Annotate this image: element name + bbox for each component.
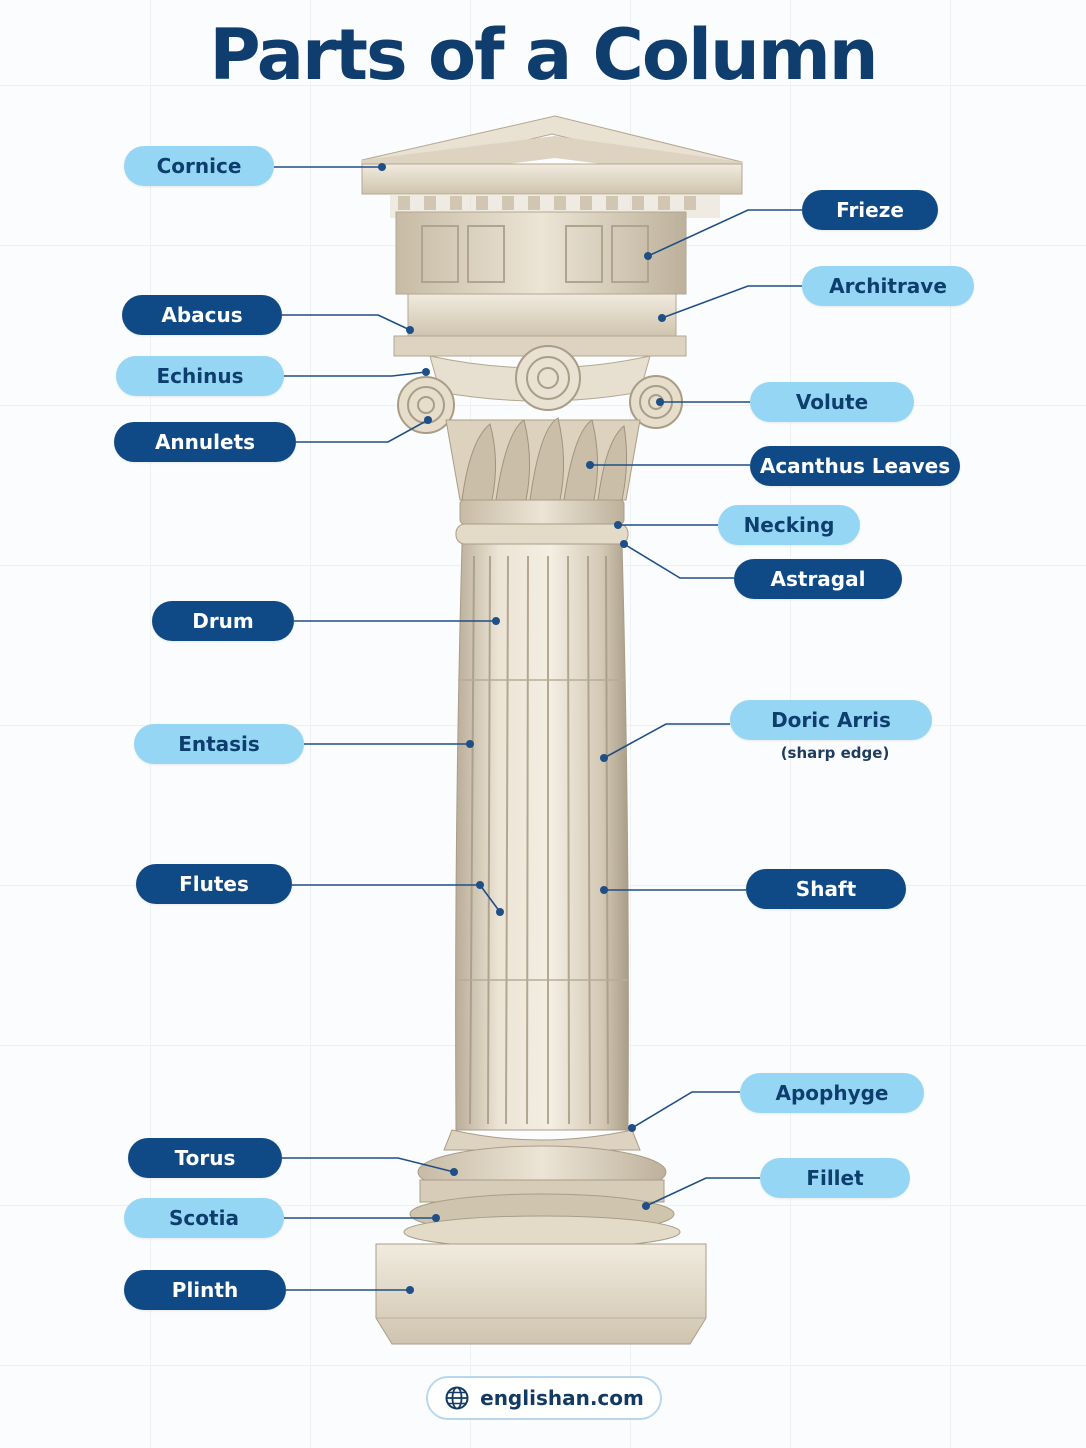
page-title: Parts of a Column bbox=[209, 14, 878, 96]
leader-dots bbox=[378, 163, 666, 1294]
label-doric-arris: Doric Arris bbox=[730, 700, 932, 740]
label-flutes: Flutes bbox=[136, 864, 292, 904]
architrave-block bbox=[407, 293, 677, 337]
label-torus: Torus bbox=[128, 1138, 282, 1178]
base bbox=[375, 1129, 707, 1345]
label-annulets: Annulets bbox=[114, 422, 296, 462]
leader-lines bbox=[274, 166, 802, 1291]
plinth-block bbox=[375, 1243, 707, 1345]
volute-center bbox=[515, 345, 581, 411]
footer-badge[interactable]: englishan.com bbox=[426, 1376, 662, 1420]
label-fillet: Fillet bbox=[760, 1158, 910, 1198]
label-abacus: Abacus bbox=[122, 295, 282, 335]
label-astragal: Astragal bbox=[734, 559, 902, 599]
label-plinth: Plinth bbox=[124, 1270, 286, 1310]
cornice-block bbox=[361, 163, 743, 195]
globe-icon bbox=[445, 1386, 469, 1410]
footer-site-link[interactable]: englishan.com bbox=[480, 1386, 644, 1410]
shaft bbox=[455, 543, 629, 1131]
label-acanthus-leaves: Acanthus Leaves bbox=[750, 446, 960, 486]
label-doric-arris-note: (sharp edge) bbox=[780, 744, 890, 762]
astragal-band bbox=[455, 523, 629, 545]
label-architrave: Architrave bbox=[802, 266, 974, 306]
capital bbox=[397, 345, 683, 545]
label-necking: Necking bbox=[718, 505, 860, 545]
label-shaft: Shaft bbox=[746, 869, 906, 909]
label-entasis: Entasis bbox=[134, 724, 304, 764]
label-frieze: Frieze bbox=[802, 190, 938, 230]
label-drum: Drum bbox=[152, 601, 294, 641]
label-volute: Volute bbox=[750, 382, 914, 422]
volute-left bbox=[397, 376, 455, 434]
label-apophyge: Apophyge bbox=[740, 1073, 924, 1113]
label-echinus: Echinus bbox=[116, 356, 284, 396]
label-scotia: Scotia bbox=[124, 1198, 284, 1238]
label-cornice: Cornice bbox=[124, 146, 274, 186]
necking-band bbox=[459, 499, 625, 525]
entablature bbox=[361, 115, 743, 357]
